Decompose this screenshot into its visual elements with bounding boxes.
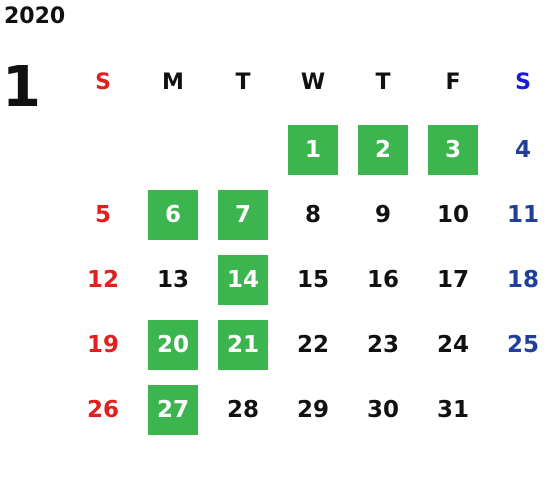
weekday-header: T [235,69,251,95]
calendar-day[interactable]: 12 [86,267,119,293]
calendar-year: 2020 [4,4,66,29]
weekday-header: T [375,69,391,95]
weekday-header: F [445,69,461,95]
calendar-day-highlighted[interactable]: 20 [148,320,198,370]
calendar-day[interactable]: 29 [296,397,329,423]
calendar-day[interactable]: 9 [374,202,391,228]
calendar-day-highlighted[interactable]: 7 [218,190,268,240]
weekday-header: M [162,69,184,95]
calendar-day[interactable]: 16 [366,267,399,293]
calendar-day[interactable]: 19 [86,332,119,358]
calendar-day[interactable]: 24 [436,332,469,358]
calendar-day-highlighted[interactable]: 6 [148,190,198,240]
calendar-day[interactable]: 15 [296,267,329,293]
calendar-day-highlighted[interactable]: 27 [148,385,198,435]
calendar-day[interactable]: 28 [226,397,259,423]
calendar-day[interactable]: 10 [436,202,469,228]
calendar-day[interactable]: 17 [436,267,469,293]
calendar-day[interactable]: 8 [304,202,321,228]
calendar-day[interactable]: 22 [296,332,329,358]
calendar-day[interactable]: 5 [94,202,111,228]
calendar-day[interactable]: 4 [514,137,531,163]
calendar-month: 1 [2,55,41,120]
calendar-day[interactable]: 18 [506,267,539,293]
weekday-header: W [300,69,326,95]
calendar-day-highlighted[interactable]: 14 [218,255,268,305]
calendar-day[interactable]: 30 [366,397,399,423]
weekday-header: S [515,69,531,95]
calendar-day-highlighted[interactable]: 3 [428,125,478,175]
calendar-day[interactable]: 25 [506,332,539,358]
calendar-day-highlighted[interactable]: 21 [218,320,268,370]
calendar-day[interactable]: 26 [86,397,119,423]
calendar-day-highlighted[interactable]: 1 [288,125,338,175]
calendar-day[interactable]: 13 [156,267,189,293]
calendar-day[interactable]: 11 [506,202,539,228]
calendar-day[interactable]: 31 [436,397,469,423]
calendar-day[interactable]: 23 [366,332,399,358]
weekday-header: S [95,69,111,95]
calendar-day-highlighted[interactable]: 2 [358,125,408,175]
